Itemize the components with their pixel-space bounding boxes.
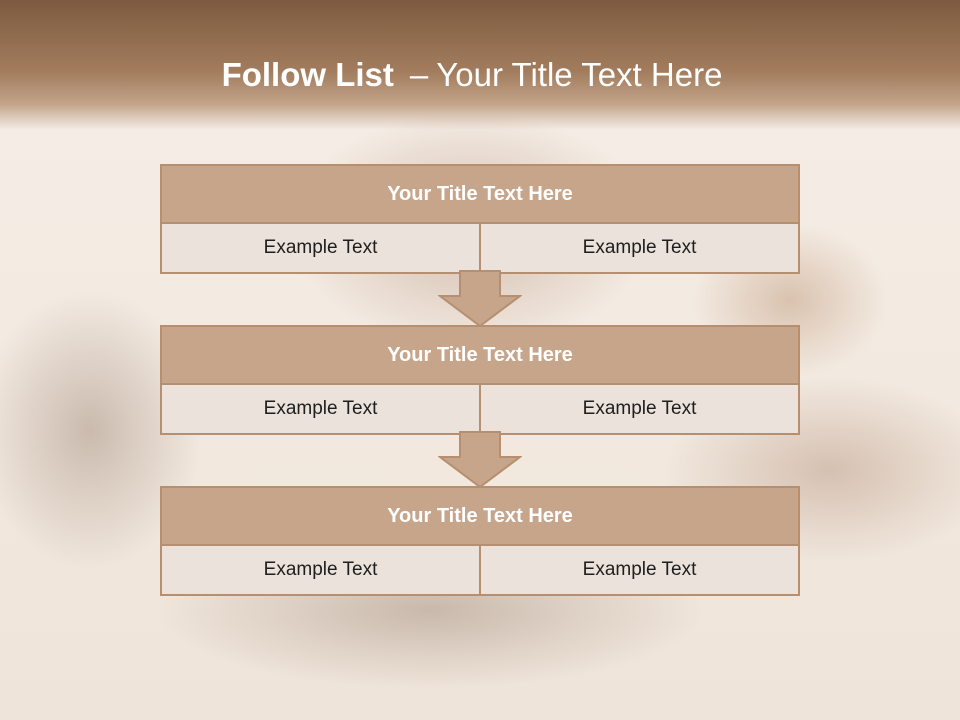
block-cell-left[interactable]: Example Text (162, 385, 479, 433)
down-arrow-icon (438, 270, 522, 328)
list-block-1: Your Title Text Here Example Text Exampl… (160, 164, 800, 274)
block-title[interactable]: Your Title Text Here (162, 488, 798, 546)
block-title[interactable]: Your Title Text Here (162, 327, 798, 385)
page-title-main: Follow List (221, 56, 394, 93)
block-cell-left[interactable]: Example Text (162, 546, 479, 594)
block-row: Example Text Example Text (162, 224, 798, 272)
header-band (0, 0, 960, 130)
page-title-dash: – (409, 56, 429, 93)
block-cell-right[interactable]: Example Text (479, 546, 798, 594)
block-row: Example Text Example Text (162, 385, 798, 433)
block-row: Example Text Example Text (162, 546, 798, 594)
list-block-2: Your Title Text Here Example Text Exampl… (160, 325, 800, 435)
down-arrow-icon (438, 431, 522, 489)
page-title: Follow List–Your Title Text Here (0, 56, 944, 94)
block-title[interactable]: Your Title Text Here (162, 166, 798, 224)
block-cell-right[interactable]: Example Text (479, 385, 798, 433)
page-title-sub: Your Title Text Here (436, 56, 723, 93)
block-cell-left[interactable]: Example Text (162, 224, 479, 272)
block-cell-right[interactable]: Example Text (479, 224, 798, 272)
list-block-3: Your Title Text Here Example Text Exampl… (160, 486, 800, 596)
